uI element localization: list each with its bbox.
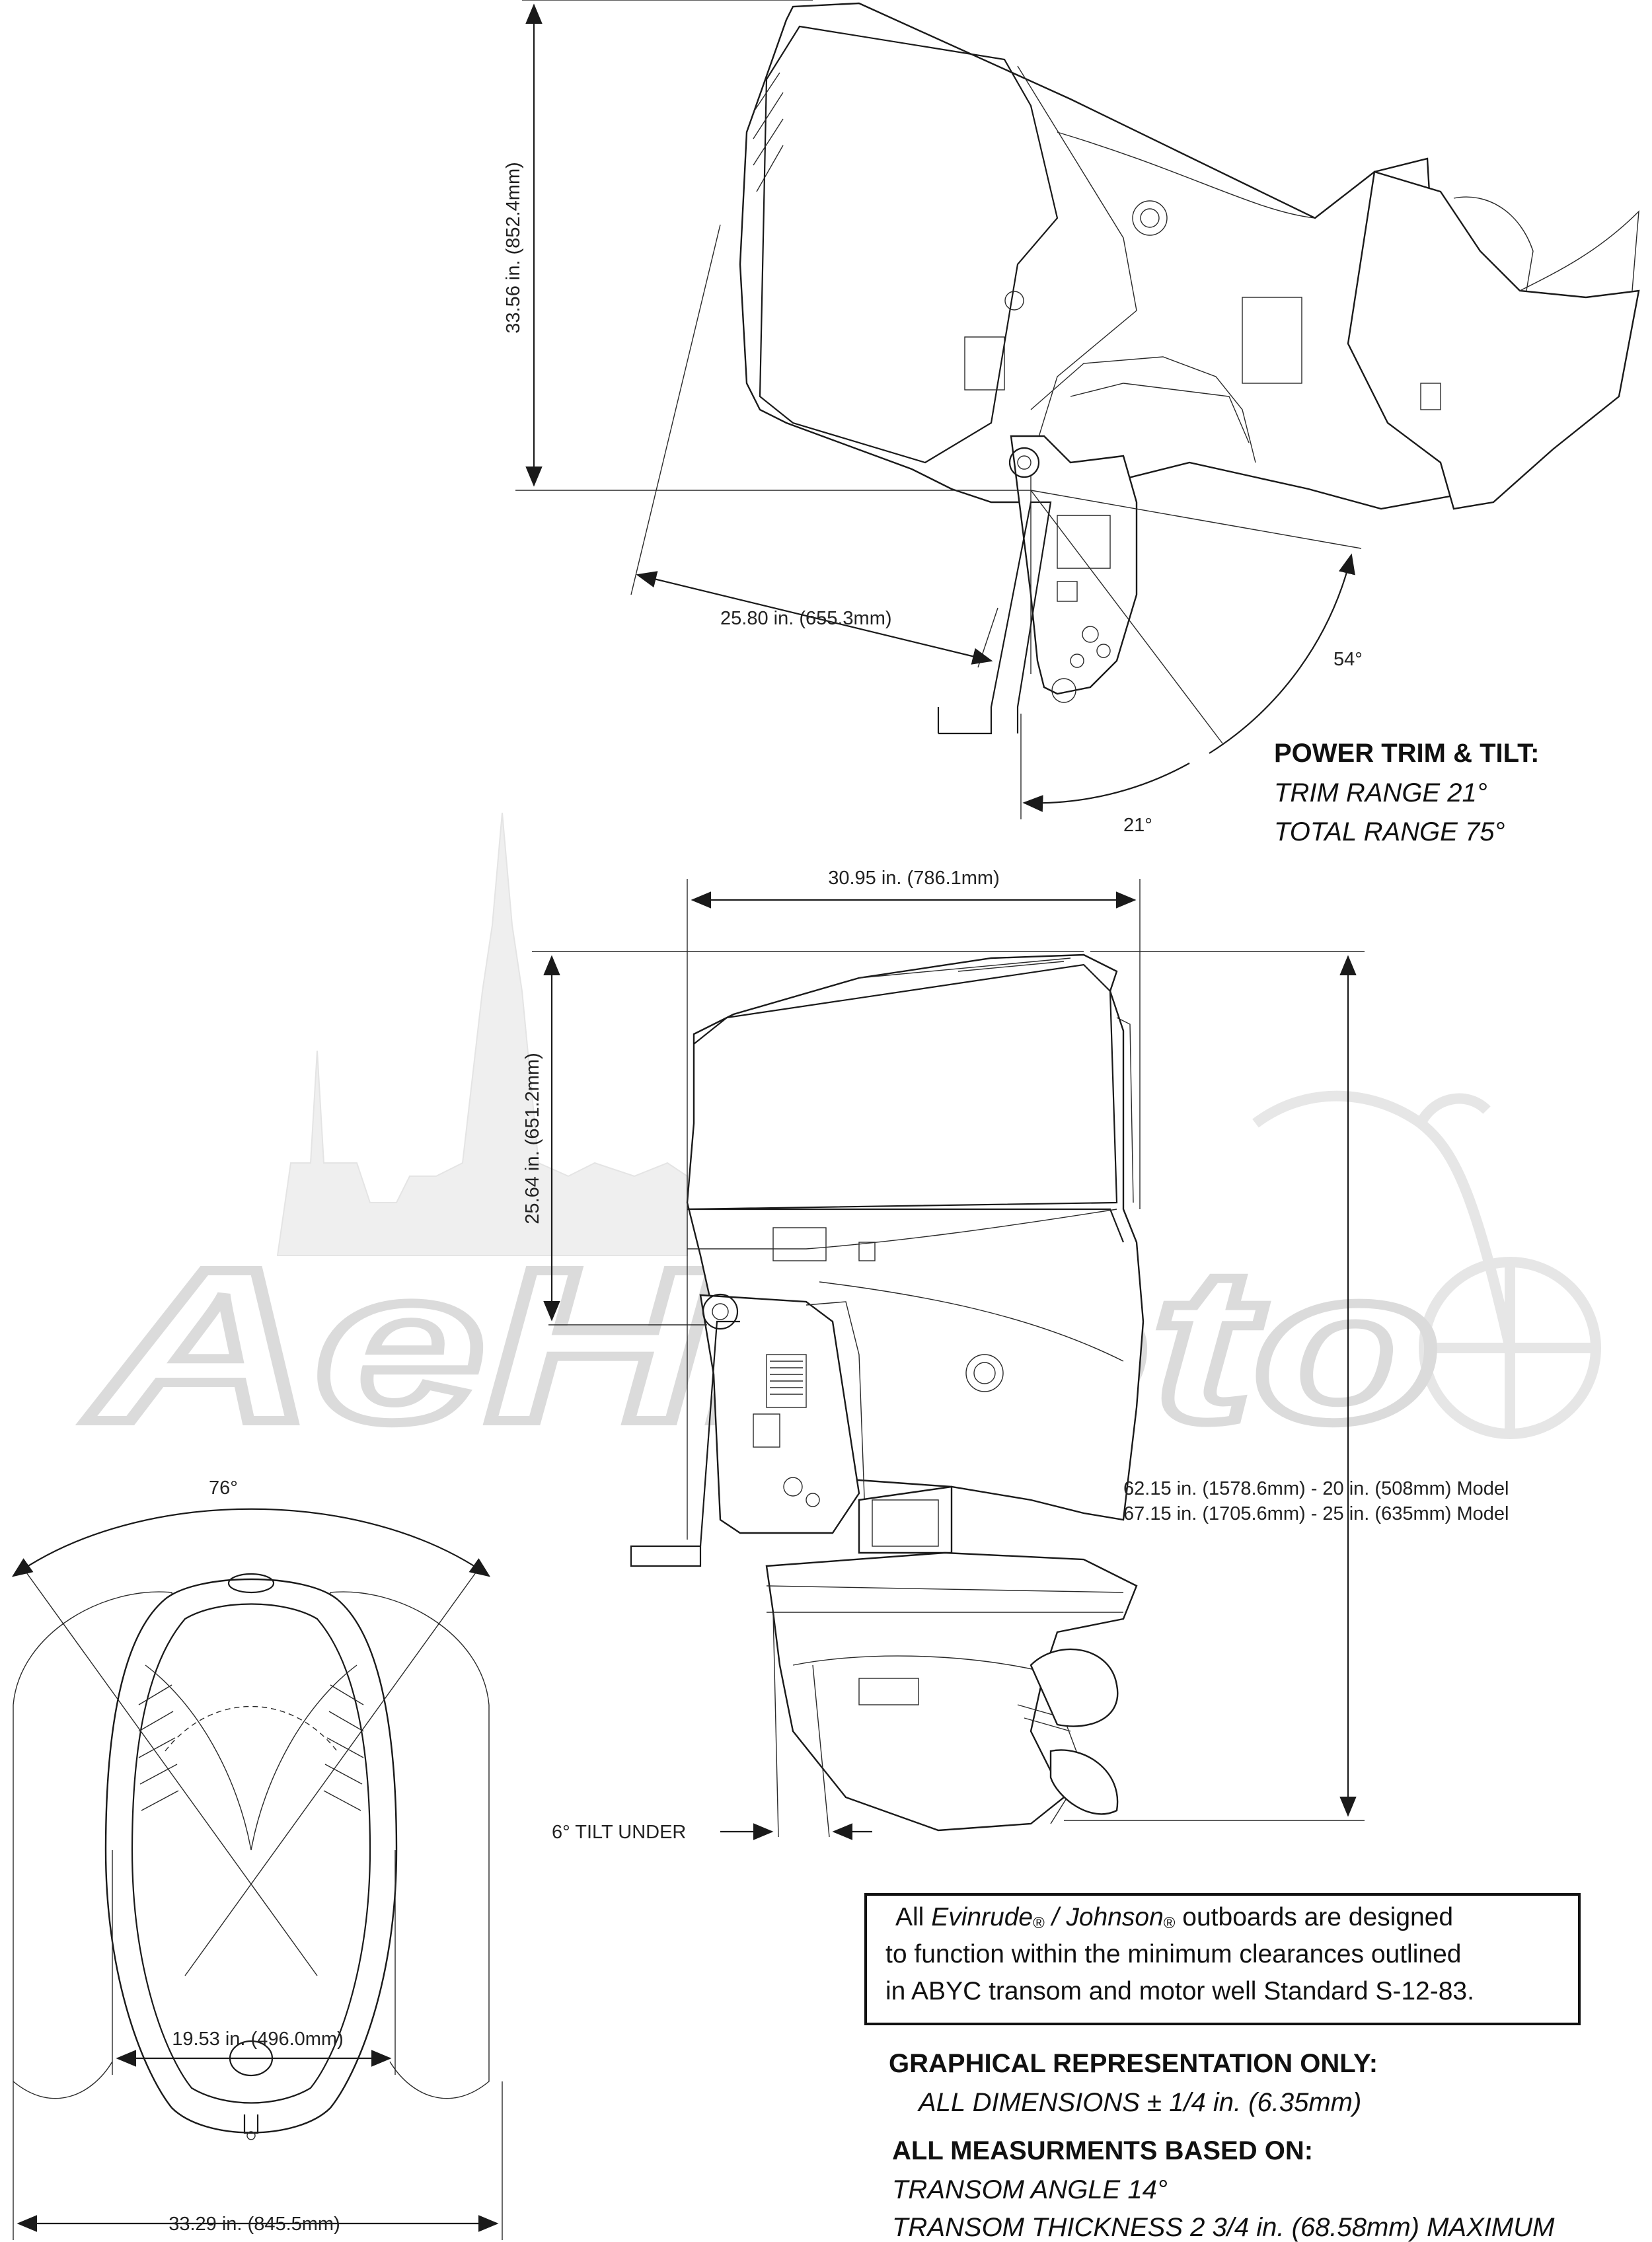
- reach-dimension-tilt: 25.80 in. (655.3mm): [630, 224, 998, 668]
- tilt-view: 33.56 in. (852.4mm) 25.80 in. (655.3mm) …: [503, 0, 1640, 846]
- transom-schematic: [937, 476, 1052, 735]
- cowl-height-label: 25.64 in. (651.2mm): [522, 1053, 543, 1224]
- inner-width-dimension: 19.53 in. (496.0mm): [112, 1850, 396, 2075]
- outer-width-dimension: 33.29 in. (845.5mm): [13, 2081, 503, 2240]
- trim-angle-arcs: 54° 21°: [1020, 490, 1363, 836]
- power-trim-notes: POWER TRIM & TILT: TRIM RANGE 21° TOTAL …: [1274, 739, 1539, 846]
- abyc-notice: All Evinrude® / Johnson® outboards are d…: [864, 1893, 1581, 2025]
- length-20-label: 62.15 in. (1578.6mm) - 20 in. (508mm) Mo…: [1123, 1478, 1509, 1499]
- angle-54-label: 54°: [1333, 649, 1363, 670]
- angle-21-label: 21°: [1123, 815, 1152, 836]
- height-dimension-tilt: 33.56 in. (852.4mm): [503, 0, 1031, 491]
- reg-mark-2: ®: [1164, 1914, 1176, 1932]
- notice-line1-pre: All: [895, 1903, 931, 1931]
- length-25-label: 67.15 in. (1705.6mm) - 25 in. (635mm) Mo…: [1123, 1503, 1509, 1524]
- notice-line-3: in ABYC transom and motor well Standard …: [885, 1977, 1474, 2005]
- tilt-under-label: 6° TILT UNDER: [552, 1822, 686, 1843]
- top-motor: [13, 1572, 490, 2140]
- tolerance-text: ALL DIMENSIONS ± 1/4 in. (6.35mm): [917, 2088, 1361, 2117]
- transom-thickness-text: TRANSOM THICKNESS 2 3/4 in. (68.58mm) MA…: [892, 2213, 1555, 2242]
- power-trim-title: POWER TRIM & TILT:: [1274, 739, 1539, 768]
- width-dim-label: 30.95 in. (786.1mm): [828, 868, 1000, 889]
- notice-line-2: to function within the minimum clearance…: [885, 1940, 1461, 1968]
- width-dimension-side: 30.95 in. (786.1mm): [687, 868, 1141, 1540]
- reach-dim-label: 25.80 in. (655.3mm): [720, 608, 892, 629]
- reg-mark-1: ®: [1033, 1914, 1045, 1932]
- side-motor: [630, 953, 1145, 1832]
- swing-angle-label: 76°: [209, 1477, 238, 1499]
- based-title: ALL MEASURMENTS BASED ON:: [892, 2136, 1313, 2165]
- footnotes: GRAPHICAL REPRESENTATION ONLY: ALL DIMEN…: [889, 2049, 1555, 2242]
- total-range-text: TOTAL RANGE 75°: [1274, 817, 1505, 846]
- transom-angle-text: TRANSOM ANGLE 14°: [892, 2175, 1168, 2204]
- notice-line-1: All Evinrude® / Johnson® outboards are d…: [895, 1903, 1453, 1932]
- graphical-title: GRAPHICAL REPRESENTATION ONLY:: [889, 2049, 1378, 2078]
- swing-angle-arc: 76°: [11, 1477, 491, 1577]
- height-dim-label: 33.56 in. (852.4mm): [503, 162, 524, 334]
- outer-width-label: 33.29 in. (845.5mm): [169, 2214, 340, 2235]
- notice-line1-post: outboards are designed: [1175, 1903, 1453, 1931]
- watermark-motorcycle: [1252, 1090, 1601, 1439]
- watermark-skyline: [276, 812, 688, 1256]
- tilt-under-indicator: 6° TILT UNDER: [552, 1612, 872, 1843]
- brand-separator: /: [1045, 1903, 1067, 1931]
- overall-length-dimension: 62.15 in. (1578.6mm) - 20 in. (508mm) Mo…: [1064, 951, 1509, 1821]
- brand-johnson: Johnson: [1065, 1903, 1163, 1931]
- side-view: 30.95 in. (786.1mm) 25.64 in. (651.2mm) …: [522, 868, 1509, 1843]
- brand-evinrude: Evinrude: [931, 1903, 1033, 1931]
- cowl-height-dimension: 25.64 in. (651.2mm): [522, 951, 1084, 1326]
- trim-range-text: TRIM RANGE 21°: [1274, 778, 1487, 807]
- top-view: 76° 19.53 in. (496.0mm) 33.29 in. (845.5…: [11, 1477, 503, 2240]
- tilted-motor: [739, 2, 1640, 703]
- inner-width-label: 19.53 in. (496.0mm): [172, 2029, 344, 2050]
- notice-box: [864, 1893, 1581, 2025]
